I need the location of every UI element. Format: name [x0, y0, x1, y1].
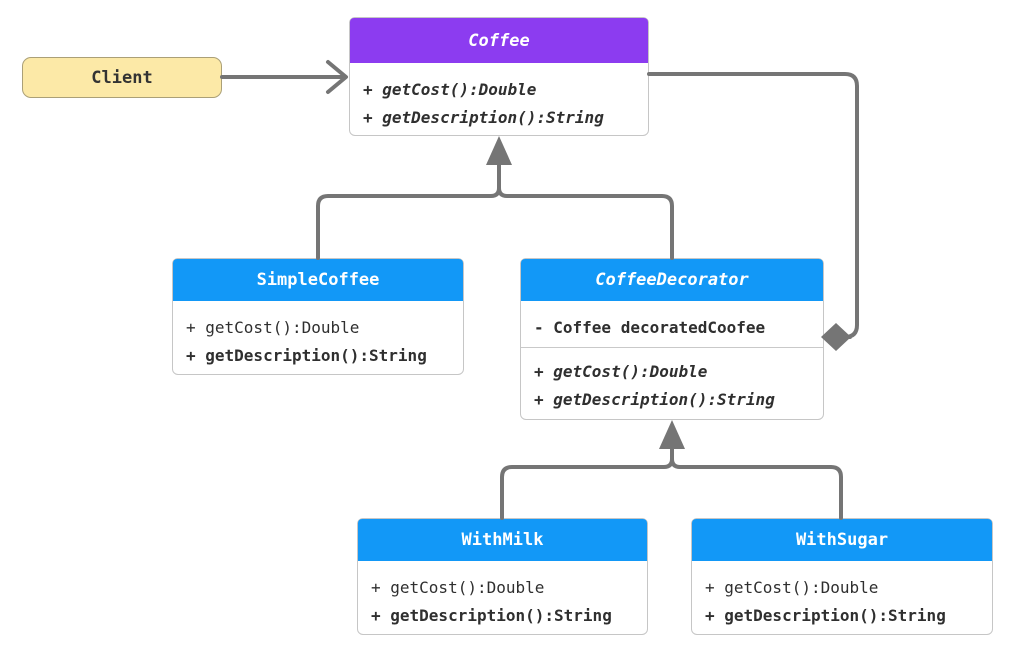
class-member: + getCost():Double	[534, 361, 708, 381]
client-label: Client	[91, 67, 153, 88]
triangle-arrowhead-coffee	[486, 136, 512, 165]
node-class-withmilk: WithMilk + getCost():Double + getDescrip…	[357, 518, 648, 635]
class-withsugar-header: WithSugar	[692, 519, 992, 561]
class-withmilk-header: WithMilk	[358, 519, 647, 561]
class-withmilk-methods: + getCost():Double + getDescription():St…	[358, 561, 647, 629]
class-coffeedecorator-header: CoffeeDecorator	[521, 259, 823, 301]
class-coffeedecorator-title: CoffeeDecorator	[595, 270, 749, 290]
class-member: + getCost():Double	[363, 79, 537, 99]
class-coffeedecorator-methods: + getCost():Double + getDescription():St…	[521, 348, 823, 413]
class-member: + getDescription():String	[186, 345, 427, 365]
class-member: + getDescription():String	[371, 605, 612, 625]
class-member: + getDescription():String	[705, 605, 946, 625]
class-member: + getCost():Double	[371, 577, 545, 597]
class-member: + getCost():Double	[705, 577, 879, 597]
node-class-coffee: Coffee + getCost():Double + getDescripti…	[349, 17, 649, 136]
node-class-coffeedecorator: CoffeeDecorator - Coffee decoratedCoofee…	[520, 258, 824, 420]
class-simplecoffee-header: SimpleCoffee	[173, 259, 463, 301]
class-withsugar-title: WithSugar	[795, 530, 889, 550]
edge-withsugar-decorator-generalization	[670, 457, 843, 520]
class-coffeedecorator-fields: - Coffee decoratedCoofee	[521, 301, 823, 348]
class-withsugar-methods: + getCost():Double + getDescription():St…	[692, 561, 992, 629]
node-class-simplecoffee: SimpleCoffee + getCost():Double + getDes…	[172, 258, 464, 375]
arrowhead-open-client-coffee	[326, 60, 348, 94]
class-withmilk-title: WithMilk	[461, 530, 544, 550]
class-member: + getDescription():String	[363, 107, 604, 127]
class-member: + getDescription():String	[534, 389, 775, 409]
class-simplecoffee-methods: + getCost():Double + getDescription():St…	[173, 301, 463, 369]
composition-diamond	[821, 323, 851, 351]
class-member: + getCost():Double	[186, 317, 360, 337]
class-coffee-methods: + getCost():Double + getDescription():St…	[350, 63, 648, 131]
class-member: - Coffee decoratedCoofee	[534, 317, 766, 337]
edge-simplecoffee-coffee-generalization	[316, 161, 501, 260]
node-class-withsugar: WithSugar + getCost():Double + getDescri…	[691, 518, 993, 635]
node-client: Client	[22, 57, 222, 98]
edge-coffeedecorator-coffee-generalization	[497, 186, 674, 260]
triangle-arrowhead-decorator	[659, 420, 685, 449]
edge-withmilk-decorator-generalization	[500, 446, 674, 520]
class-coffee-header: Coffee	[350, 18, 648, 63]
class-coffee-title: Coffee	[468, 30, 530, 51]
class-simplecoffee-title: SimpleCoffee	[256, 270, 380, 290]
